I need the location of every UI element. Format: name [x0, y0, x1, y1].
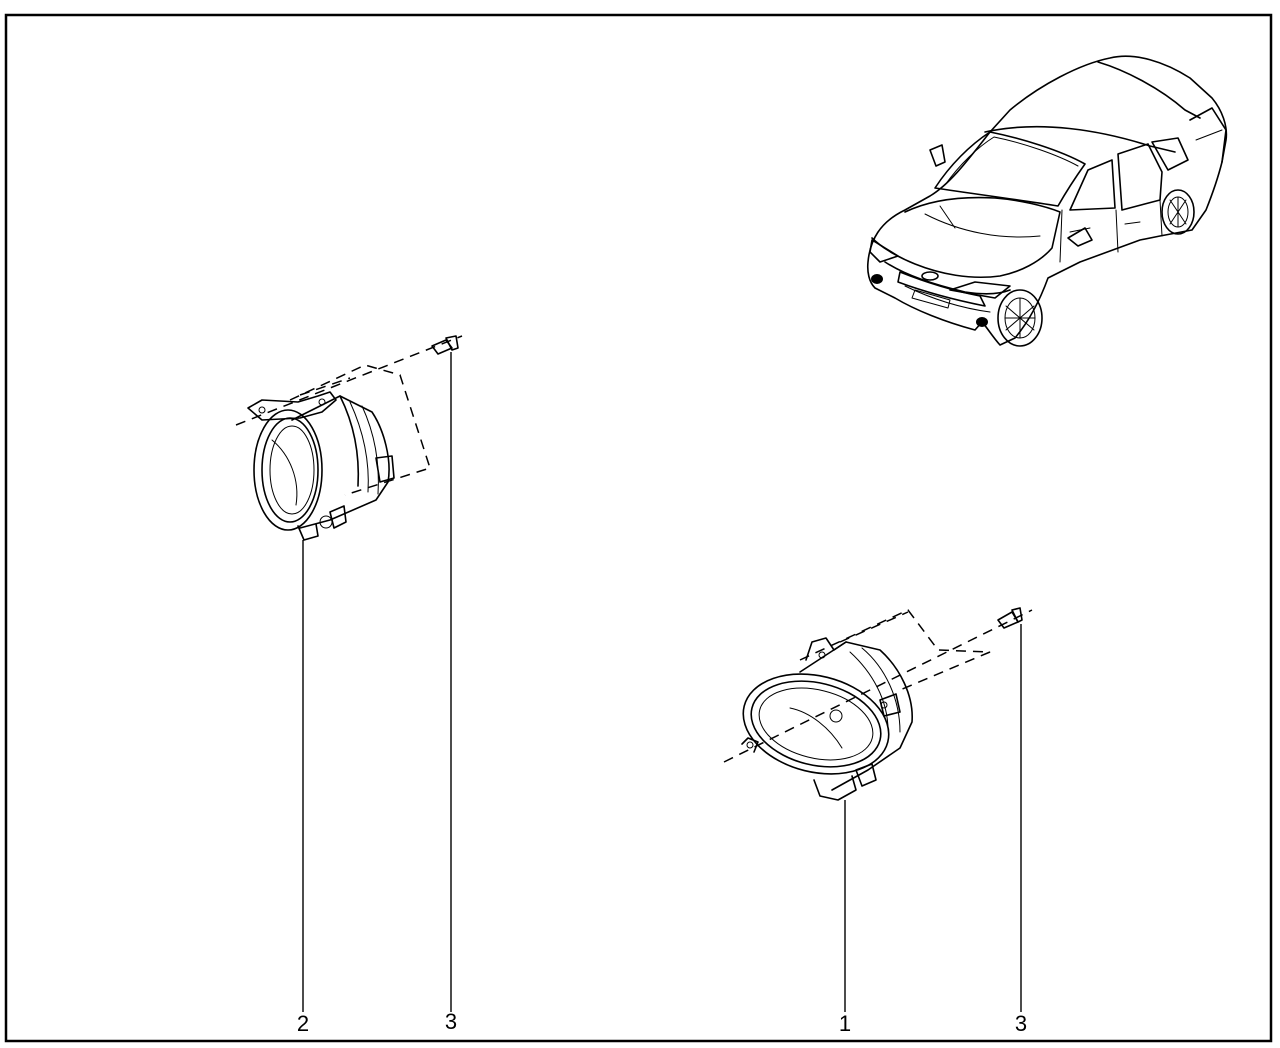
drawing-frame	[4, 13, 1273, 1043]
callout-fog-lamp-right: 1	[839, 1011, 851, 1036]
fog-lamp-right	[741, 637, 913, 801]
callout-screw-left: 3	[445, 1009, 457, 1034]
callout-screw-right: 3	[1015, 1011, 1027, 1036]
callout-fog-lamp-left: 2	[297, 1011, 309, 1036]
screw-left	[431, 335, 459, 355]
screw-right	[997, 607, 1023, 629]
fog-lamp-left	[247, 391, 395, 541]
car-illustration	[866, 55, 1228, 347]
